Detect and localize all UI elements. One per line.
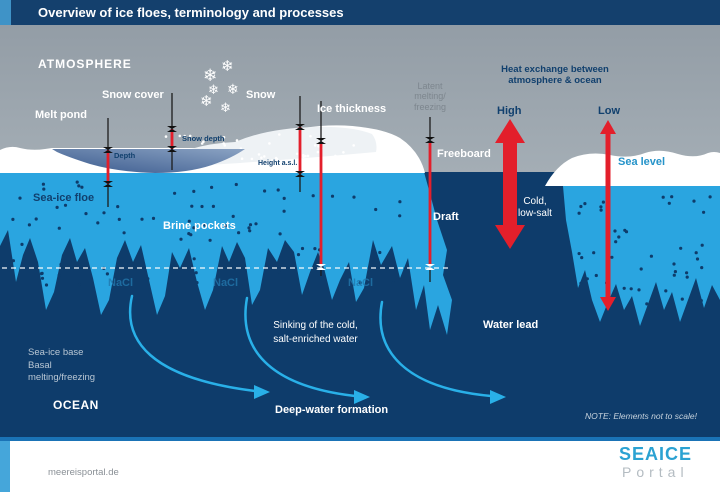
scale-note: NOTE: Elements not to scale! <box>585 411 697 421</box>
snowflake-icon: ❄ <box>208 82 219 97</box>
sea-ice-base-label: Sea-ice base Basal melting/freezing <box>28 347 96 383</box>
heat-exchange-label: Heat exchange between atmosphere & ocean <box>501 64 609 86</box>
nacl-label: NaCl <box>108 277 134 289</box>
left-floe-submerged-ice <box>0 172 452 335</box>
snow-cover-label: Snow cover <box>102 89 164 101</box>
ocean-label: OCEAN <box>53 398 99 412</box>
sea-level-label: Sea level <box>618 156 666 168</box>
water-lead-label: Water lead <box>483 319 539 331</box>
snow-depth-stake <box>167 93 177 170</box>
snow-depth-label: Snow depth <box>182 134 225 143</box>
right-floe-surface-ice <box>545 150 720 186</box>
snowflake-icon: ❄ <box>227 81 239 97</box>
brine-pocket-dots-right <box>572 195 712 313</box>
footer-bar: meereisportal.de SEAICE Portal <box>0 437 720 492</box>
nacl-label: NaCl <box>213 277 239 289</box>
cold-low-salt-label: Cold, low-salt <box>518 196 552 219</box>
snow-label: Snow <box>246 89 276 101</box>
melt-pond-label: Melt pond <box>35 109 87 121</box>
ice-thickness-stake <box>316 101 326 276</box>
seaice-logo-text: SEAICE <box>619 444 693 464</box>
portal-logo-text: Portal <box>622 464 689 480</box>
melt-pond-water <box>52 149 245 173</box>
draft-label: Draft <box>433 211 459 223</box>
height-asl-stake <box>295 96 305 192</box>
right-floe-submerged-ice <box>563 186 720 326</box>
heat-exchange-low-arrow <box>600 120 616 311</box>
snowflake-icon: ❄ <box>203 66 218 85</box>
footer-accent-stripe <box>0 441 10 492</box>
low-label: Low <box>598 105 620 117</box>
depth-label: Depth <box>114 151 136 160</box>
freeboard-label: Freeboard <box>437 148 491 160</box>
sea-ice-floe-label: Sea-ice floe <box>33 192 95 204</box>
snowflake-icon: ❄ <box>200 93 213 110</box>
ice-thickness-label: Ice thickness <box>317 103 387 115</box>
deep-water-formation-label: Deep-water formation <box>275 404 389 416</box>
header-accent-square <box>0 0 11 25</box>
snowflake-icon: ❄ <box>220 100 231 115</box>
flow-arrowheads <box>254 385 506 404</box>
melt-pond-depth-stake <box>103 118 113 207</box>
snowflake-icon: ❄ <box>221 58 234 75</box>
header-bar: Overview of ice floes, terminology and p… <box>0 0 720 25</box>
brine-pocket-dots-left <box>11 180 402 287</box>
height-asl-label: Height a.s.l. <box>258 160 298 167</box>
heat-exchange-high-arrow <box>495 119 525 249</box>
freeboard-draft-stake <box>425 117 435 282</box>
nacl-label: NaCl <box>348 277 374 289</box>
sinking-water-label: Sinking of the cold, salt-enriched water <box>273 320 358 345</box>
website-text: meereisportal.de <box>48 467 119 478</box>
brine-pockets-label: Brine pockets <box>163 220 236 232</box>
high-label: High <box>497 105 522 117</box>
page-title: Overview of ice floes, terminology and p… <box>38 5 344 20</box>
sinking-flow-arrows <box>128 294 493 398</box>
latent-melting-freezing-label: Latent melting/ freezing <box>413 81 447 112</box>
atmosphere-label: ATMOSPHERE <box>38 57 132 71</box>
